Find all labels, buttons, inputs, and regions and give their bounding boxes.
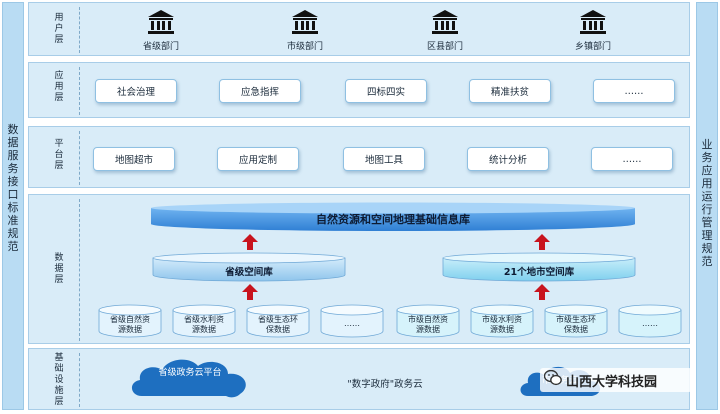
application-layer-label: 应用层 (54, 71, 64, 103)
arrow-up-icon (534, 284, 550, 304)
left-sidebar-label: 数据服务接口标准规范 (7, 123, 19, 253)
platform-item-statistics: 统计分析 (467, 147, 549, 171)
platform-item-more: …… (591, 147, 673, 171)
source-drum: …… (618, 304, 682, 338)
source-drum-label: 省级自然资源数据 (110, 315, 150, 334)
app-item-four-standards: 四标四实 (345, 79, 427, 103)
arrow-up-icon (534, 234, 550, 254)
app-item-poverty-alleviation: 精准扶贫 (469, 79, 551, 103)
user-item-label: 乡镇部门 (574, 42, 611, 52)
provincial-cloud-label: 省级政务云平台 (158, 368, 222, 378)
user-item-township: 乡镇部门 (555, 9, 631, 53)
city-database-cylinder: 21个地市空间库 (442, 252, 636, 282)
government-cloud-label: "数字政府"政务云 (347, 379, 423, 390)
wechat-icon (543, 369, 562, 390)
platform-layer: 平台层 地图超市 应用定制 地图工具 统计分析 …… (28, 126, 690, 188)
user-item-city: 市级部门 (267, 9, 343, 53)
government-building-icon (291, 9, 319, 39)
user-item-county: 区县部门 (407, 9, 483, 53)
provincial-database-cylinder: 省级空间库 (152, 252, 346, 282)
user-item-provincial: 省级部门 (123, 9, 199, 53)
user-layer-label: 用户层 (54, 13, 64, 45)
source-drum: 省级水利资源数据 (172, 304, 236, 338)
government-building-icon (147, 9, 175, 39)
source-drum-label: 市级水利资源数据 (482, 315, 522, 334)
platform-layer-label: 平台层 (54, 139, 64, 171)
main-database-cylinder: 自然资源和空间地理基础信息库 (150, 202, 636, 232)
provincial-database-label: 省级空间库 (225, 267, 273, 278)
layer-divider (79, 199, 80, 341)
user-layer: 用户层 省级部门 市级部门 区县部门 乡镇部门 (28, 2, 690, 56)
source-drum: 省级自然资源数据 (98, 304, 162, 338)
source-drum-label: …… (642, 319, 658, 328)
right-sidebar-label: 业务应用运行管理规范 (701, 138, 713, 268)
source-drum-label: 市级自然资源数据 (408, 315, 448, 334)
application-layer: 应用层 社会治理 应急指挥 四标四实 精准扶贫 …… (28, 62, 690, 118)
app-item-social-governance: 社会治理 (95, 79, 177, 103)
source-drum: 市级生态环保数据 (544, 304, 608, 338)
source-drum: …… (320, 304, 384, 338)
layer-divider (79, 7, 80, 53)
left-sidebar: 数据服务接口标准规范 (2, 2, 24, 410)
government-building-icon (579, 9, 607, 39)
user-item-label: 省级部门 (142, 42, 179, 52)
city-database-label: 21个地市空间库 (503, 267, 575, 278)
source-drum-label: 市级生态环保数据 (556, 315, 596, 334)
source-drum-label: 省级生态环保数据 (258, 315, 298, 334)
layer-divider (79, 353, 80, 407)
source-drum: 省级生态环保数据 (246, 304, 310, 338)
source-drum-label: …… (344, 319, 360, 328)
arrow-up-icon (242, 234, 258, 254)
app-item-more: …… (593, 79, 675, 103)
watermark: 山西大学科技园 (540, 368, 692, 392)
layer-divider (79, 131, 80, 185)
source-drum: 市级自然资源数据 (396, 304, 460, 338)
app-item-emergency-command: 应急指挥 (219, 79, 301, 103)
platform-item-map-market: 地图超市 (93, 147, 175, 171)
platform-item-map-tools: 地图工具 (343, 147, 425, 171)
right-sidebar: 业务应用运行管理规范 (696, 2, 718, 410)
arrow-up-icon (242, 284, 258, 304)
user-item-label: 市级部门 (286, 42, 323, 52)
main-database-label: 自然资源和空间地理基础信息库 (316, 213, 470, 226)
platform-item-app-customization: 应用定制 (217, 147, 299, 171)
government-building-icon (431, 9, 459, 39)
infrastructure-layer-label: 基础设施层 (54, 353, 64, 407)
data-layer-label: 数据层 (54, 253, 64, 285)
provincial-cloud: 省级政务云平台 (126, 356, 254, 402)
watermark-label: 山西大学科技园 (566, 374, 658, 390)
source-drum-label: 省级水利资源数据 (184, 315, 224, 334)
user-item-label: 区县部门 (426, 42, 463, 52)
layer-divider (79, 67, 80, 115)
source-drum: 市级水利资源数据 (470, 304, 534, 338)
